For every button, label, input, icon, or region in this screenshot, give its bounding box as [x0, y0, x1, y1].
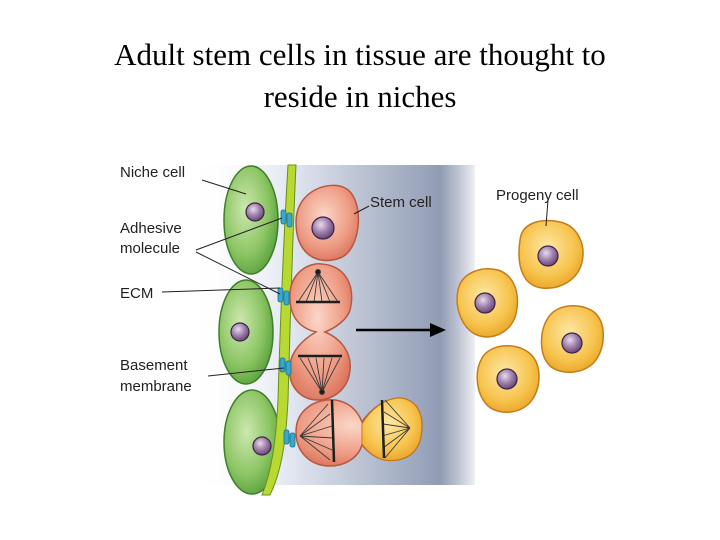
stem-cell: [295, 184, 359, 262]
progeny-cell: [456, 268, 519, 338]
mitotic-spindle: [299, 399, 411, 463]
title-line-1: Adult stem cells in tissue are thought t…: [114, 37, 606, 72]
label-niche-cell: Niche cell: [120, 164, 185, 181]
adhesive-molecule: [280, 209, 293, 228]
label-progeny-cell: Progeny cell: [496, 187, 579, 204]
title-line-2: reside in niches: [263, 79, 457, 114]
diagram-labels: Niche cell Adhesive molecule ECM Basemen…: [120, 164, 579, 395]
label-stem-cell: Stem cell: [370, 194, 432, 211]
adhesive-molecule: [283, 429, 296, 448]
label-basement-line2: membrane: [120, 378, 192, 395]
mitotic-spindle: [296, 269, 342, 395]
niche-cell: [223, 165, 279, 275]
progeny-cell: [518, 219, 584, 289]
dividing-stem-cell: [288, 263, 353, 401]
arrow-right-icon: [356, 323, 446, 337]
asymmetric-division: [295, 397, 423, 467]
progeny-cell: [476, 345, 540, 413]
adhesive-molecule: [277, 287, 290, 306]
progeny-cells: [456, 219, 604, 413]
label-adhesive-line1: Adhesive: [120, 220, 182, 237]
leader-lines: [161, 179, 549, 377]
label-basement-line1: Basement: [120, 357, 188, 374]
progeny-cell: [540, 305, 604, 373]
niche-cell: [218, 279, 274, 385]
slide-title: Adult stem cells in tissue are thought t…: [0, 34, 720, 118]
label-adhesive-line2: molecule: [120, 240, 180, 257]
niche-cells: [218, 165, 281, 495]
label-ecm: ECM: [120, 285, 153, 302]
